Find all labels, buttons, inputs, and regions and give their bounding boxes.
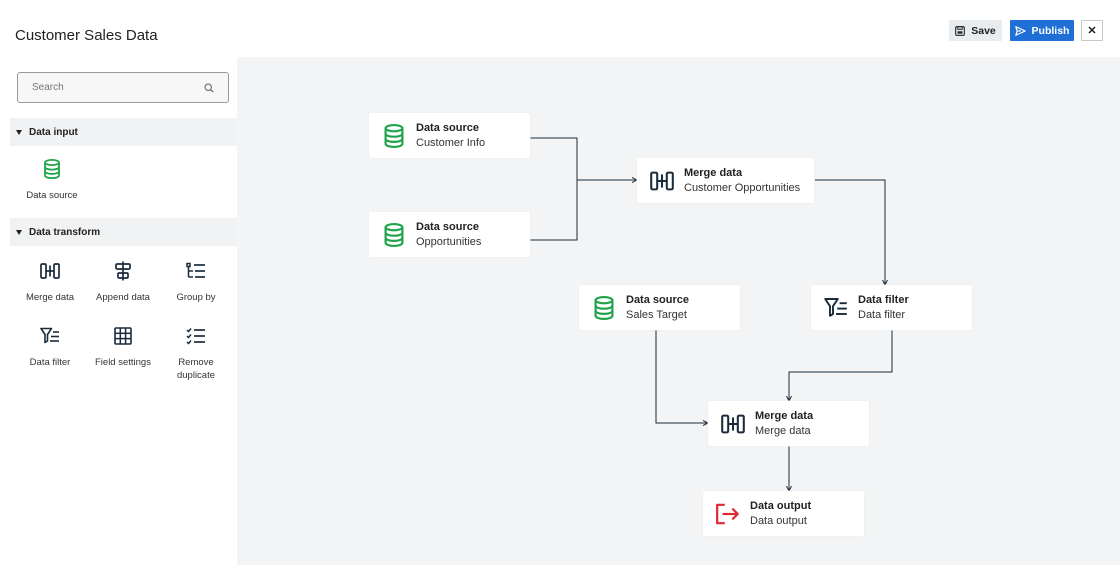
save-button[interactable]: Save bbox=[949, 20, 1002, 41]
palette-item-label: Field settings bbox=[95, 357, 151, 368]
palette-item-data-source[interactable]: Data source bbox=[18, 158, 86, 202]
section-label: Data transform bbox=[29, 226, 101, 238]
node-title: Data source bbox=[626, 293, 689, 306]
palette-item-field-settings[interactable]: Field settings bbox=[89, 325, 157, 369]
node-subtitle: Merge data bbox=[755, 424, 811, 437]
node-data-filter[interactable]: Data filter Data filter bbox=[811, 285, 972, 330]
grid-icon bbox=[114, 327, 132, 345]
node-merge-data[interactable]: Merge data Merge data bbox=[708, 401, 869, 446]
save-icon bbox=[955, 25, 966, 36]
database-icon bbox=[384, 123, 404, 148]
node-data-source-customer-info[interactable]: Data source Customer Info bbox=[369, 113, 530, 158]
palette-item-remove-duplicate[interactable]: Remove duplicate bbox=[162, 325, 230, 382]
merge-icon bbox=[721, 414, 745, 433]
send-icon bbox=[1014, 25, 1026, 36]
node-title: Data output bbox=[750, 499, 812, 512]
close-icon: ✕ bbox=[1087, 25, 1097, 37]
merge-icon bbox=[40, 263, 60, 279]
append-icon bbox=[115, 261, 131, 281]
search-box[interactable] bbox=[17, 72, 229, 103]
sidebar: Data input Data source Data transform bbox=[0, 57, 237, 565]
node-subtitle: Opportunities bbox=[416, 235, 482, 248]
node-subtitle: Sales Target bbox=[626, 308, 687, 321]
caret-down-icon bbox=[16, 229, 22, 235]
node-subtitle: Customer Opportunities bbox=[684, 181, 801, 194]
node-title: Data source bbox=[416, 121, 479, 134]
node-title: Merge data bbox=[755, 409, 814, 422]
palette-item-label: Append data bbox=[96, 292, 150, 303]
section-data-input[interactable]: Data input bbox=[10, 118, 237, 146]
node-data-source-sales-target[interactable]: Data source Sales Target bbox=[579, 285, 740, 330]
search-icon bbox=[204, 82, 214, 93]
node-title: Data filter bbox=[858, 293, 909, 306]
palette-item-merge-data[interactable]: Merge data bbox=[16, 260, 84, 304]
search-input[interactable] bbox=[32, 82, 204, 93]
node-title: Merge data bbox=[684, 166, 743, 179]
node-data-source-opportunities[interactable]: Data source Opportunities bbox=[369, 212, 530, 257]
filter-icon bbox=[824, 297, 847, 317]
node-subtitle: Customer Info bbox=[416, 136, 486, 149]
database-icon bbox=[384, 222, 404, 247]
node-subtitle: Data filter bbox=[858, 308, 906, 321]
group-by-icon bbox=[186, 262, 205, 278]
node-title: Data source bbox=[416, 220, 479, 233]
database-icon bbox=[594, 295, 614, 320]
close-button[interactable]: ✕ bbox=[1081, 20, 1103, 41]
node-data-output[interactable]: Data output Data output bbox=[703, 491, 864, 536]
filter-icon bbox=[40, 327, 59, 344]
palette-item-label: Data filter bbox=[29, 357, 71, 368]
merge-icon bbox=[650, 171, 674, 190]
page-title: Customer Sales Data bbox=[15, 27, 158, 44]
save-button-label: Save bbox=[971, 24, 996, 37]
database-icon bbox=[44, 159, 60, 179]
palette-item-group-by[interactable]: Group by bbox=[162, 260, 230, 304]
checklist-icon bbox=[186, 328, 205, 345]
palette-item-label: Remove duplicate bbox=[176, 357, 216, 381]
header: Customer Sales Data Save Publish ✕ bbox=[0, 0, 1120, 57]
palette-item-label: Merge data bbox=[25, 292, 75, 303]
palette-item-label: Data source bbox=[26, 190, 78, 201]
publish-button[interactable]: Publish bbox=[1010, 20, 1074, 41]
palette-item-data-filter[interactable]: Data filter bbox=[16, 325, 84, 369]
palette-item-label: Group by bbox=[176, 292, 216, 303]
section-label: Data input bbox=[29, 126, 78, 138]
caret-down-icon bbox=[16, 129, 22, 135]
publish-button-label: Publish bbox=[1031, 24, 1070, 37]
node-subtitle: Data output bbox=[750, 514, 807, 527]
node-merge-customer-opportunities[interactable]: Merge data Customer Opportunities bbox=[637, 158, 814, 203]
section-data-transform[interactable]: Data transform bbox=[10, 218, 237, 246]
output-icon bbox=[716, 503, 739, 524]
palette-item-append-data[interactable]: Append data bbox=[89, 260, 157, 304]
